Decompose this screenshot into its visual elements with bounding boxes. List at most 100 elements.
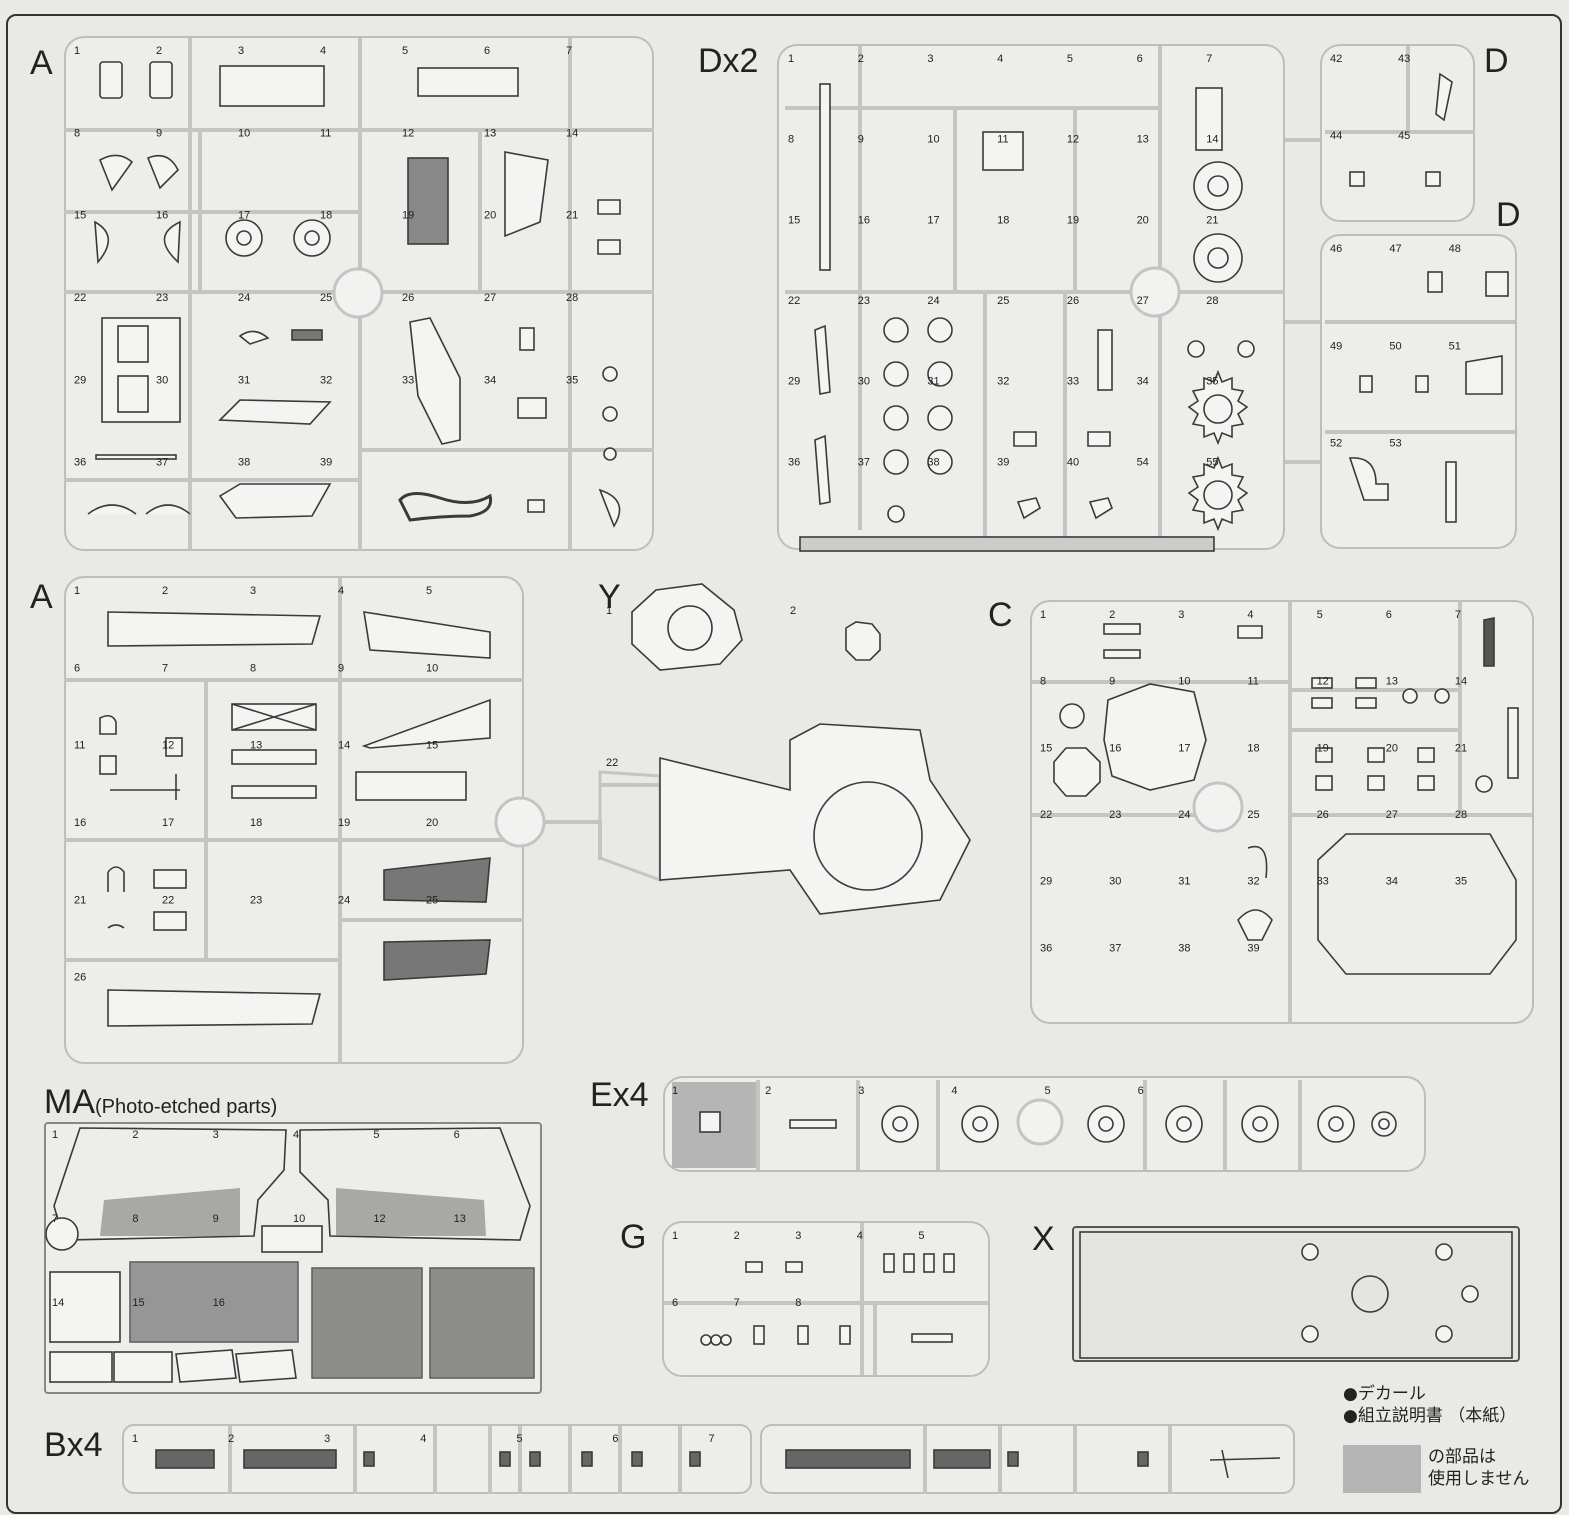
sprue-label-ma: MA(Photo-etched parts)	[44, 1085, 277, 1119]
part-number-a-top-32: 32	[320, 374, 332, 386]
part-number-c-31: 31	[1178, 876, 1190, 888]
part-number-ma-4: 4	[293, 1129, 299, 1141]
part-number-d-small-a-44: 44	[1330, 130, 1342, 142]
part-number-a-top-8: 8	[74, 127, 80, 139]
part-number-c-34: 34	[1386, 876, 1398, 888]
part-number-d-small-b-51: 51	[1449, 340, 1461, 352]
part-number-c-16: 16	[1109, 742, 1121, 754]
part-number-ma-16: 16	[213, 1297, 225, 1309]
part-number-d-main-28: 28	[1206, 295, 1218, 307]
sprue-a-bottom	[64, 576, 524, 1064]
sprue-label-g: G	[620, 1218, 647, 1256]
part-number-ma-1: 1	[52, 1129, 58, 1141]
part-number-c-20: 20	[1386, 742, 1398, 754]
part-number-d-small-b-53: 53	[1389, 438, 1401, 450]
part-number-d-main-1: 1	[788, 53, 794, 65]
part-number-d-main-29: 29	[788, 376, 800, 388]
part-number-a-top-38: 38	[238, 457, 250, 469]
part-number-d-main-23: 23	[858, 295, 870, 307]
part-number-a-bottom-2: 2	[162, 585, 168, 597]
part-number-a-top-11: 11	[320, 127, 331, 139]
part-number-a-top-39: 39	[320, 457, 332, 469]
part-number-a-top-12: 12	[402, 127, 414, 139]
part-number-ma-14: 14	[52, 1297, 64, 1309]
part-number-ma-9: 9	[213, 1213, 219, 1225]
part-number-a-bottom-10: 10	[426, 662, 438, 674]
part-number-g-4: 4	[857, 1230, 863, 1242]
part-number-c-39: 39	[1247, 942, 1259, 954]
part-number-d-small-a-45: 45	[1398, 130, 1410, 142]
part-number-c-26: 26	[1317, 809, 1329, 821]
part-number-d-small-b-49: 49	[1330, 340, 1342, 352]
part-number-a-top-22: 22	[74, 292, 86, 304]
part-number-a-top-9: 9	[156, 127, 162, 139]
part-number-ma-5: 5	[373, 1129, 379, 1141]
part-number-a-bottom-26: 26	[74, 972, 86, 984]
part-number-a-bottom-25: 25	[426, 894, 438, 906]
sprue-label-y: Y	[598, 578, 621, 616]
part-number-d-main-16: 16	[858, 214, 870, 226]
part-number-a-bottom-3: 3	[250, 585, 256, 597]
part-number-c-7: 7	[1455, 609, 1461, 621]
part-number-a-top-28: 28	[566, 292, 578, 304]
part-number-a-top-37: 37	[156, 457, 168, 469]
part-number-c-5: 5	[1317, 609, 1323, 621]
part-number-b-6: 6	[612, 1433, 618, 1445]
part-number-a-bottom-18: 18	[250, 817, 262, 829]
part-number-e-6: 6	[1138, 1085, 1144, 1097]
part-number-ma-8: 8	[132, 1213, 138, 1225]
part-outlines	[45, 61, 1519, 1479]
part-number-a-bottom-22: 22	[162, 894, 174, 906]
sprue-label-a-top: A	[30, 44, 53, 82]
part-number-d-main-20: 20	[1137, 214, 1149, 226]
part-number-d-main-7: 7	[1206, 53, 1212, 65]
part-number-c-37: 37	[1109, 942, 1121, 954]
sprue-label-d-small-a: D	[1484, 42, 1509, 80]
part-number-a-bottom-8: 8	[250, 662, 256, 674]
part-number-d-main-30: 30	[858, 376, 870, 388]
part-number-d-main-31: 31	[927, 376, 939, 388]
sprue-g	[662, 1221, 990, 1377]
part-number-d-main-39: 39	[997, 456, 1009, 468]
part-number-c-1: 1	[1040, 609, 1046, 621]
part-number-e-1: 1	[672, 1085, 678, 1097]
part-number-d-main-26: 26	[1067, 295, 1079, 307]
part-number-a-top-26: 26	[402, 292, 414, 304]
part-number-d-main-33: 33	[1067, 376, 1079, 388]
part-number-d-main-2: 2	[858, 53, 864, 65]
part-number-c-22: 22	[1040, 809, 1052, 821]
part-number-c-17: 17	[1178, 742, 1190, 754]
part-number-ma-15: 15	[132, 1297, 144, 1309]
part-number-e-5: 5	[1045, 1085, 1051, 1097]
part-number-d-small-b-50: 50	[1389, 340, 1401, 352]
part-number-d-main-34: 34	[1137, 376, 1149, 388]
part-number-ma-13: 13	[454, 1213, 466, 1225]
part-number-c-18: 18	[1247, 742, 1259, 754]
legend-manual: ●組立説明書 （本紙）	[1343, 1406, 1517, 1426]
part-number-a-bottom-24: 24	[338, 894, 350, 906]
part-number-ma-12: 12	[373, 1213, 385, 1225]
part-number-d-small-a-43: 43	[1398, 53, 1410, 65]
part-number-d-main-6: 6	[1137, 53, 1143, 65]
part-number-d-main-38: 38	[927, 456, 939, 468]
part-number-b-3: 3	[324, 1433, 330, 1445]
part-number-g-7: 7	[734, 1297, 740, 1309]
part-number-d-main-37: 37	[858, 456, 870, 468]
part-number-c-28: 28	[1455, 809, 1467, 821]
part-number-a-top-5: 5	[402, 45, 408, 57]
part-number-b-4: 4	[420, 1433, 426, 1445]
legend-unused-line1: の部品は	[1428, 1447, 1496, 1467]
part-number-c-21: 21	[1455, 742, 1467, 754]
part-number-a-bottom-4: 4	[338, 585, 344, 597]
part-number-d-main-54: 54	[1137, 456, 1149, 468]
part-number-c-15: 15	[1040, 742, 1052, 754]
part-number-a-bottom-16: 16	[74, 817, 86, 829]
part-number-y-22: 22	[606, 757, 618, 769]
part-number-a-top-10: 10	[238, 127, 250, 139]
sprue-label-d-main: Dx2	[698, 42, 759, 80]
part-number-d-main-11: 11	[997, 134, 1008, 146]
part-number-ma-2: 2	[132, 1129, 138, 1141]
